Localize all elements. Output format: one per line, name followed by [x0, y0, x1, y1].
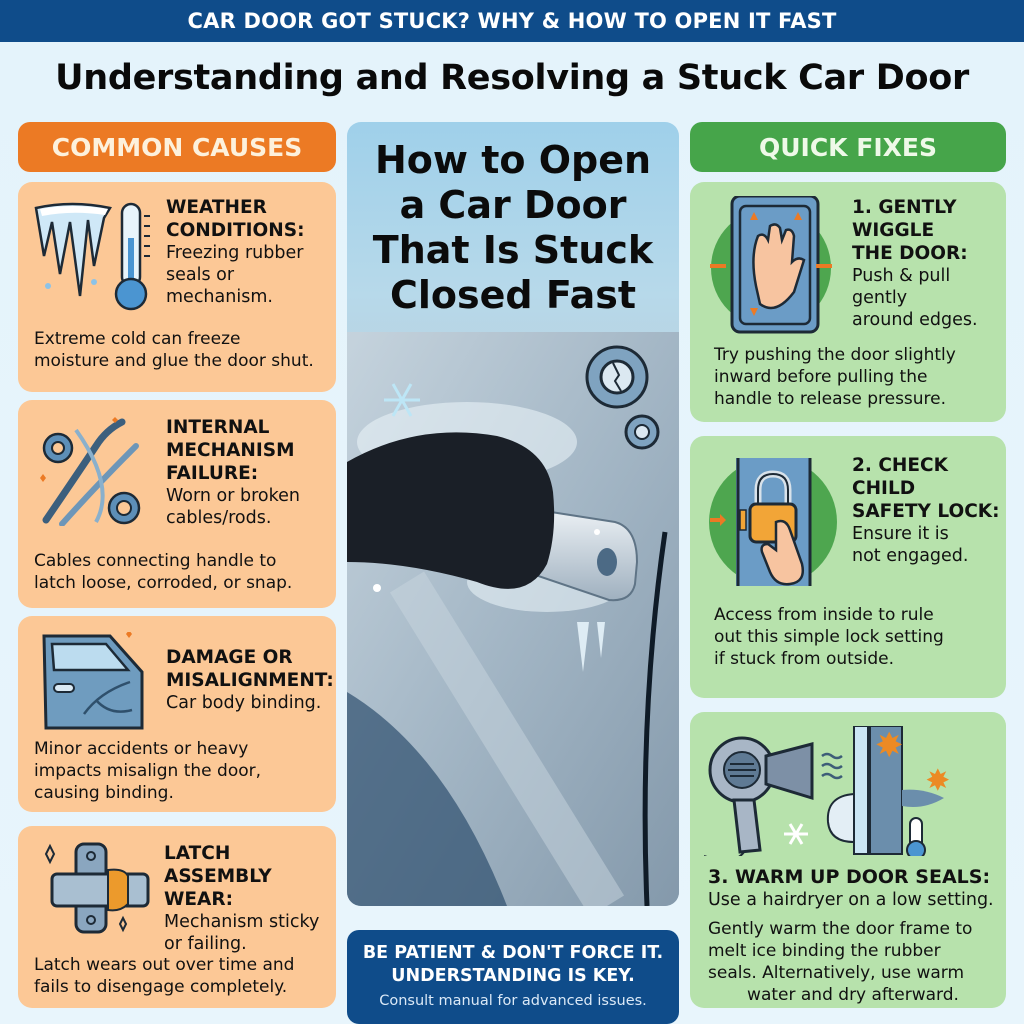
child-lock-icon — [706, 452, 840, 592]
consult-manual-note: Consult manual for advanced issues. — [379, 993, 647, 1009]
cause-damage-text: DAMAGE OR MISALIGNMENT: Car body binding… — [166, 646, 334, 714]
fix-card-wiggle-door: 1. GENTLY WIGGLE THE DOOR: Push & pull g… — [690, 182, 1006, 422]
fix-warm-seals-description: Gently warm the door frame to melt ice b… — [708, 918, 998, 1006]
fix-card-child-lock: 2. CHECK CHILD SAFETY LOCK: Ensure it is… — [690, 436, 1006, 698]
fix-card-warm-seals: 3. WARM UP DOOR SEALS: Use a hairdryer o… — [690, 712, 1006, 1008]
cause-internal-description: Cables connecting handle to latch loose,… — [34, 550, 292, 594]
cause-weather-text: WEATHER CONDITIONS: Freezing rubber seal… — [166, 196, 304, 308]
description-line: moisture and glue the door shut. — [34, 351, 314, 371]
description-line: water and dry afterward. — [747, 985, 959, 1005]
description-line: seals. Alternatively, use warm — [708, 963, 965, 983]
cause-subtitle: Freezing rubber — [166, 243, 304, 263]
patience-note-line2: UNDERSTANDING IS KEY. — [391, 966, 635, 986]
cause-title: CONDITIONS: — [166, 220, 305, 241]
description-line: inward before pulling the — [714, 367, 928, 387]
gears-cables-icon — [36, 416, 156, 527]
hero-title-line: Closed Fast — [390, 273, 636, 317]
description-line: latch loose, corroded, or snap. — [34, 573, 293, 593]
cause-subtitle: Worn or broken — [166, 486, 300, 506]
icicle-thermometer-icon — [32, 196, 152, 316]
description-line: causing binding. — [34, 783, 174, 803]
hero-panel: How to Open a Car Door That Is Stuck Clo… — [347, 122, 679, 906]
quick-fixes-header: QUICK FIXES — [690, 122, 1006, 172]
description-line: Minor accidents or heavy — [34, 739, 249, 759]
fix-title: WIGGLE — [852, 220, 935, 241]
description-line: Extreme cold can freeze — [34, 329, 241, 349]
cause-latch-description: Latch wears out over time and fails to d… — [34, 954, 294, 998]
hero-title-line: That Is Stuck — [372, 228, 654, 272]
banner-text: CAR DOOR GOT STUCK? WHY & HOW TO OPEN IT… — [187, 9, 837, 33]
fix-wiggle-description: Try pushing the door slightly inward bef… — [714, 344, 956, 410]
cause-card-latch: LATCH ASSEMBLY WEAR: Mechanism sticky or… — [18, 826, 336, 1008]
description-line: Latch wears out over time and — [34, 955, 295, 975]
cause-title: MISALIGNMENT: — [166, 670, 334, 691]
description-line: if stuck from outside. — [714, 649, 895, 669]
hand-push-door-icon — [706, 194, 836, 336]
common-causes-header: COMMON CAUSES — [18, 122, 336, 172]
cause-weather-description: Extreme cold can freeze moisture and glu… — [34, 328, 314, 372]
cause-subtitle: seals or — [166, 265, 235, 285]
page-title: Understanding and Resolving a Stuck Car … — [55, 58, 969, 98]
description-line: fails to disengage completely. — [34, 977, 288, 997]
gloved-hand-door-handle-illustration — [347, 332, 679, 906]
cause-title: WEATHER — [166, 197, 267, 218]
description-line: out this simple lock setting — [714, 627, 944, 647]
cause-title: WEAR: — [164, 889, 234, 910]
common-causes-column: COMMON CAUSES WEATHER CONDITIONS: Freezi… — [18, 122, 336, 1008]
cause-title: MECHANISM — [166, 440, 295, 461]
description-line: impacts misalign the door, — [34, 761, 262, 781]
fix-wiggle-text: 1. GENTLY WIGGLE THE DOOR: Push & pull g… — [852, 196, 978, 331]
fix-child-lock-description: Access from inside to rule out this simp… — [714, 604, 944, 670]
description-line: Access from inside to rule — [714, 605, 934, 625]
description-line: Cables connecting handle to — [34, 551, 277, 571]
quick-fixes-column: QUICK FIXES 1. GENTLY WIGGLE THE DOOR: P… — [690, 122, 1006, 1008]
common-causes-header-label: COMMON CAUSES — [51, 132, 303, 162]
quick-fixes-header-label: QUICK FIXES — [758, 132, 937, 162]
cause-subtitle: or failing. — [164, 934, 247, 954]
fix-title: THE DOOR: — [852, 243, 968, 264]
hairdryer-door-seal-icon — [703, 725, 994, 862]
cause-subtitle: cables/rods. — [166, 508, 272, 528]
fix-subtitle: around edges. — [852, 310, 978, 330]
fix-subtitle: gently — [852, 288, 908, 308]
fix-title: 3. WARM UP DOOR SEALS: — [708, 866, 991, 888]
top-banner: CAR DOOR GOT STUCK? WHY & HOW TO OPEN IT… — [0, 0, 1024, 42]
hero-title-line: How to Open — [374, 138, 652, 182]
cause-card-damage: DAMAGE OR MISALIGNMENT: Car body binding… — [18, 616, 336, 812]
cause-title: DAMAGE OR — [166, 647, 293, 668]
hero-title-line: a Car Door — [399, 183, 627, 227]
fix-title: CHILD — [852, 478, 916, 499]
cause-card-internal-mechanism: INTERNAL MECHANISM FAILURE: Worn or brok… — [18, 400, 336, 608]
fix-warm-seals-text: 3. WARM UP DOOR SEALS: Use a hairdryer o… — [708, 866, 998, 911]
hero-title: How to Open a Car Door That Is Stuck Clo… — [347, 138, 679, 318]
damaged-door-icon — [40, 630, 152, 732]
patience-note-line1: BE PATIENT & DON'T FORCE IT. — [362, 943, 664, 963]
cause-damage-description: Minor accidents or heavy impacts misalig… — [34, 738, 261, 804]
fix-subtitle: Push & pull — [852, 266, 951, 286]
description-line: Gently warm the door frame to — [708, 919, 973, 939]
fix-title: 2. CHECK — [852, 455, 948, 476]
cause-title: INTERNAL — [166, 417, 270, 438]
fix-subtitle: Ensure it is — [852, 524, 949, 544]
cause-latch-text: LATCH ASSEMBLY WEAR: Mechanism sticky or… — [164, 842, 336, 955]
fix-subtitle: not engaged. — [852, 546, 969, 566]
cause-subtitle: Mechanism sticky — [164, 912, 320, 932]
fix-subtitle: Use a hairdryer on a low setting. — [708, 890, 994, 910]
description-line: handle to release pressure. — [714, 389, 947, 409]
cause-card-weather: WEATHER CONDITIONS: Freezing rubber seal… — [18, 182, 336, 392]
fix-child-lock-text: 2. CHECK CHILD SAFETY LOCK: Ensure it is… — [852, 454, 1000, 567]
description-line: melt ice binding the rubber — [708, 941, 941, 961]
fix-title: 1. GENTLY — [852, 197, 957, 218]
cause-subtitle: mechanism. — [166, 287, 273, 307]
cause-subtitle: Car body binding. — [166, 693, 322, 713]
cause-title: FAILURE: — [166, 463, 259, 484]
description-line: Try pushing the door slightly — [714, 345, 956, 365]
fix-title: SAFETY LOCK: — [852, 501, 1000, 522]
latch-icon — [36, 840, 156, 940]
patience-note-box: BE PATIENT & DON'T FORCE IT. UNDERSTANDI… — [347, 930, 679, 1024]
cause-title: LATCH ASSEMBLY — [164, 843, 272, 887]
cause-internal-text: INTERNAL MECHANISM FAILURE: Worn or brok… — [166, 416, 300, 529]
